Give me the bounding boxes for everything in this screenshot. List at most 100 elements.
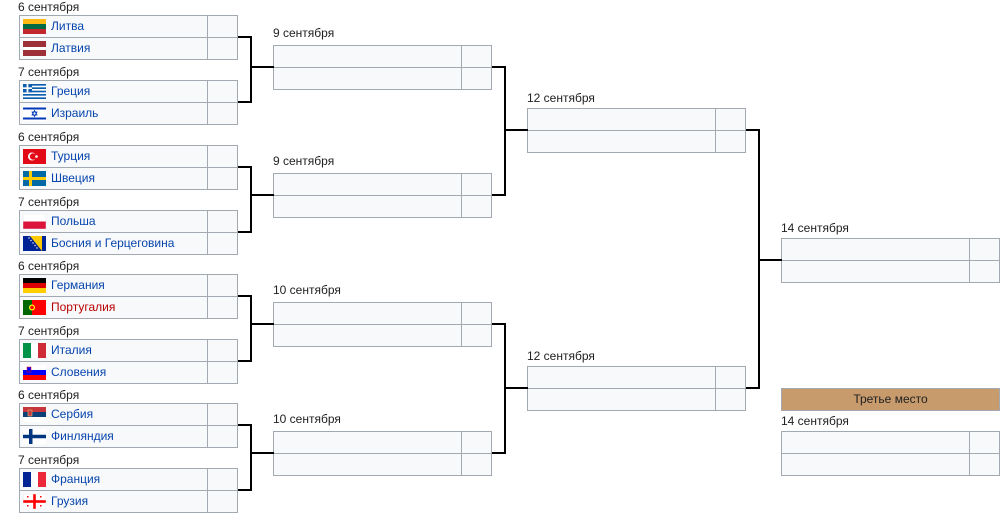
- team-slot: Финляндия: [19, 425, 209, 448]
- match-date: 10 сентября: [273, 412, 341, 426]
- bracket-connector: [250, 166, 252, 233]
- team-slot: Латвия: [19, 37, 209, 60]
- team-score: [207, 490, 238, 513]
- team-score: [969, 260, 1000, 283]
- team-score: [461, 302, 492, 325]
- team-score: [207, 361, 238, 384]
- sweden-flag-icon: [23, 171, 46, 186]
- team-slot: [273, 67, 463, 90]
- team-name-link[interactable]: Италия: [51, 343, 92, 357]
- team-slot: [781, 431, 971, 454]
- bracket-connector: [238, 231, 252, 233]
- match-date: 14 сентября: [781, 221, 849, 235]
- bracket-connector: [238, 295, 252, 297]
- team-name-link[interactable]: Португалия: [51, 300, 116, 314]
- team-score: [461, 173, 492, 196]
- team-score: [207, 80, 238, 103]
- bracket-connector: [504, 66, 506, 196]
- match-date: 6 сентября: [18, 130, 80, 144]
- bracket-connector: [251, 452, 274, 454]
- team-name-link[interactable]: Словения: [51, 365, 107, 379]
- team-name-link[interactable]: Греция: [51, 84, 91, 98]
- team-slot: [273, 45, 463, 68]
- team-name-link[interactable]: Израиль: [51, 106, 99, 120]
- bracket-connector: [492, 194, 506, 196]
- team-score: [969, 238, 1000, 261]
- turkey-flag-icon: [23, 149, 46, 164]
- match-date: 14 сентября: [781, 414, 849, 428]
- team-slot: [273, 324, 463, 347]
- team-name-link[interactable]: Босния и Герцеговина: [51, 236, 175, 250]
- team-slot: Босния и Герцеговина: [19, 232, 209, 255]
- team-score: [207, 274, 238, 297]
- team-score: [207, 425, 238, 448]
- team-name-link[interactable]: Германия: [51, 278, 105, 292]
- france-flag-icon: [23, 472, 46, 487]
- team-name-link[interactable]: Швеция: [51, 171, 95, 185]
- team-name-link[interactable]: Финляндия: [51, 429, 114, 443]
- team-score: [207, 37, 238, 60]
- bracket-connector: [251, 66, 274, 68]
- team-slot: Италия: [19, 339, 209, 362]
- team-slot: [527, 366, 717, 389]
- team-name-link[interactable]: Латвия: [51, 41, 91, 55]
- team-score: [461, 67, 492, 90]
- match-date: 12 сентября: [527, 91, 595, 105]
- team-slot: [527, 130, 717, 153]
- lithuania-flag-icon: [23, 19, 46, 34]
- team-slot: Турция: [19, 145, 209, 168]
- israel-flag-icon: [23, 106, 46, 121]
- team-score: [969, 431, 1000, 454]
- team-score: [969, 453, 1000, 476]
- bracket-connector: [238, 101, 252, 103]
- bracket-connector: [250, 424, 252, 491]
- team-score: [207, 339, 238, 362]
- team-score: [207, 232, 238, 255]
- team-score: [715, 108, 746, 131]
- bracket-connector: [251, 194, 274, 196]
- team-slot: [781, 453, 971, 476]
- bracket-connector: [238, 424, 252, 426]
- team-slot: [273, 453, 463, 476]
- team-name-link[interactable]: Грузия: [51, 494, 89, 508]
- team-score: [207, 167, 238, 190]
- match-date: 7 сентября: [18, 324, 80, 338]
- team-score: [461, 453, 492, 476]
- team-slot: [781, 238, 971, 261]
- team-slot: Франция: [19, 468, 209, 491]
- team-name-link[interactable]: Литва: [51, 19, 84, 33]
- team-name-link[interactable]: Франция: [51, 472, 101, 486]
- bracket-connector: [250, 36, 252, 103]
- match-date: 9 сентября: [273, 154, 335, 168]
- team-score: [461, 45, 492, 68]
- team-name-link[interactable]: Польша: [51, 214, 96, 228]
- team-score: [207, 145, 238, 168]
- bracket-connector: [492, 66, 506, 68]
- team-score: [207, 15, 238, 38]
- team-score: [715, 130, 746, 153]
- team-slot: Сербия: [19, 403, 209, 426]
- match-date: 6 сентября: [18, 0, 80, 14]
- team-slot: [273, 173, 463, 196]
- team-name-link[interactable]: Сербия: [51, 407, 94, 421]
- bracket-connector: [746, 129, 760, 131]
- bracket-connector: [238, 166, 252, 168]
- team-slot: Греция: [19, 80, 209, 103]
- bracket-connector: [759, 259, 782, 261]
- team-name-link[interactable]: Турция: [51, 149, 91, 163]
- portugal-flag-icon: [23, 300, 46, 315]
- bracket-connector: [238, 489, 252, 491]
- serbia-flag-icon: [23, 407, 46, 422]
- match-date: 7 сентября: [18, 65, 80, 79]
- team-slot: Польша: [19, 210, 209, 233]
- team-score: [207, 210, 238, 233]
- bracket-connector: [505, 387, 528, 389]
- match-date: 6 сентября: [18, 388, 80, 402]
- match-date: 10 сентября: [273, 283, 341, 297]
- italy-flag-icon: [23, 343, 46, 358]
- team-score: [715, 366, 746, 389]
- bracket-connector: [492, 323, 506, 325]
- team-score: [715, 388, 746, 411]
- team-score: [461, 195, 492, 218]
- team-score: [207, 102, 238, 125]
